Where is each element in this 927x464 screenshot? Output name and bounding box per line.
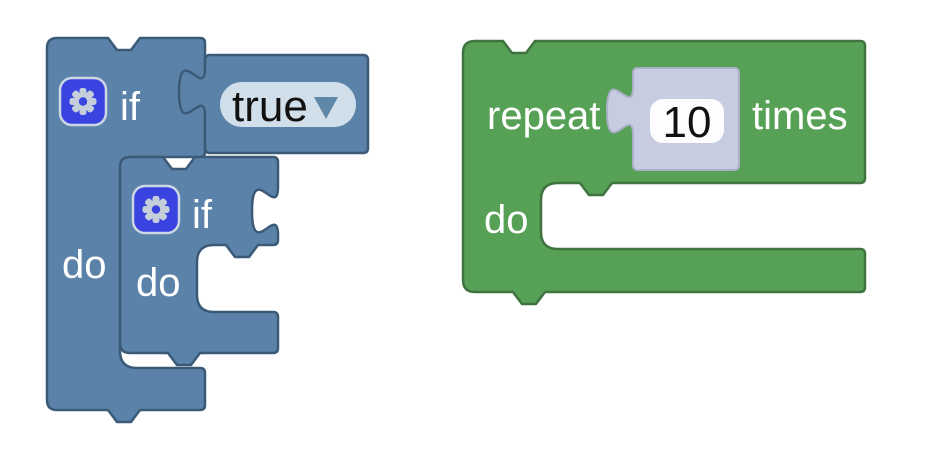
dropdown-value-text: true — [232, 82, 308, 131]
dropdown-pill — [220, 82, 356, 127]
inner-if-keyword: if — [192, 193, 213, 237]
times-label: times — [752, 94, 848, 138]
number-field-background — [650, 99, 724, 143]
inner-mutator-gear-button[interactable] — [131, 184, 181, 235]
number-input-field[interactable]: 10 — [650, 98, 724, 147]
gear-icon — [142, 196, 170, 223]
repeat-do-label: do — [484, 198, 529, 242]
gear-icon — [69, 88, 97, 115]
number-field-value: 10 — [663, 98, 712, 147]
chevron-down-icon — [314, 97, 338, 119]
outer-if-keyword: if — [120, 85, 141, 129]
inner-do-label: do — [136, 261, 181, 305]
repeat-keyword: repeat — [487, 94, 600, 138]
repeat-block[interactable] — [461, 39, 867, 306]
outer-mutator-gear-button[interactable] — [58, 76, 108, 127]
outer-do-label: do — [62, 243, 107, 287]
true-dropdown-field[interactable]: true — [220, 82, 356, 131]
